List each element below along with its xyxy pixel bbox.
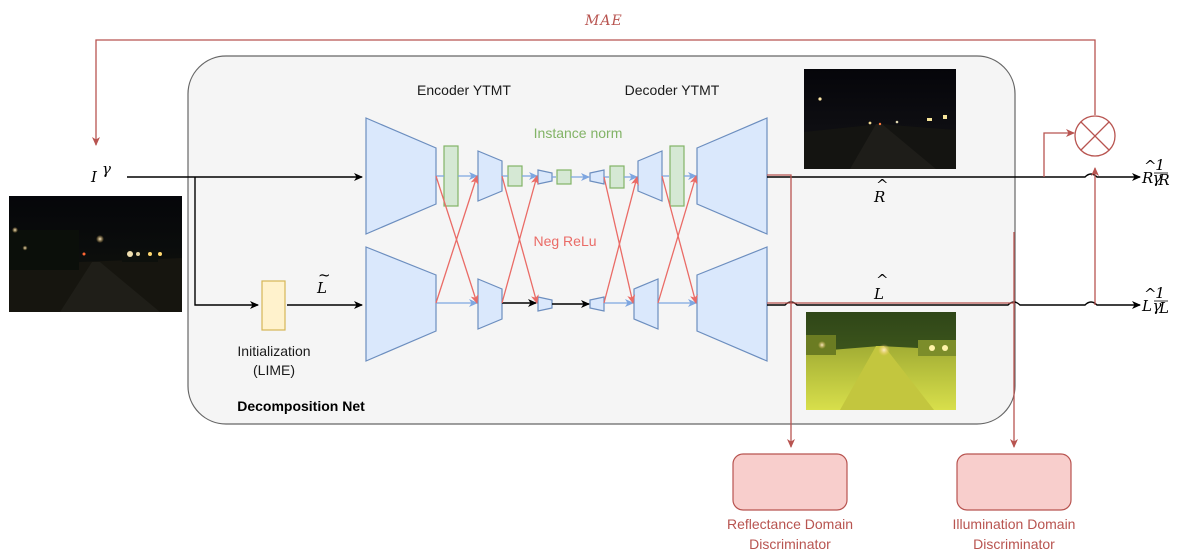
bottom-decoder-block-2	[633, 278, 659, 330]
circle-times-icon	[1074, 115, 1116, 157]
output-l-hat: ^	[1144, 285, 1157, 303]
l-tilde-label: L	[316, 279, 327, 297]
input-to-init-arrow	[194, 177, 259, 309]
top-instance-norm-1	[443, 145, 459, 207]
bottom-encoder-block-3	[537, 296, 553, 312]
output-l-exp-den: γ	[1153, 297, 1162, 315]
output-l-exp-num: 1	[1155, 284, 1165, 302]
neg-relu-label: Neg ReLu	[533, 233, 596, 249]
top-instance-norm-2	[507, 165, 523, 187]
reflectance-discriminator-block	[732, 453, 848, 511]
neg-relu-cross-4b	[657, 175, 698, 304]
reflectance-discriminator-line2: Discriminator	[749, 536, 831, 552]
output-l-exp-den-sub: L	[1158, 299, 1169, 317]
illumination-image	[806, 312, 956, 410]
initialization-block	[261, 280, 286, 331]
bottom-encoder-block-2	[477, 278, 503, 330]
illumination-discriminator-block	[956, 453, 1072, 511]
instance-norm-label: Instance norm	[534, 125, 623, 141]
l-hat-accent: ^	[876, 271, 889, 289]
neg-relu-cross-3a	[603, 176, 636, 304]
r-hat-accent: ^	[876, 176, 889, 194]
top-instance-norm-4	[669, 145, 685, 207]
input-image	[9, 196, 182, 312]
decomposition-net-label: Decomposition Net	[237, 398, 365, 414]
illumination-discriminator-line1: Illumination Domain	[953, 516, 1076, 532]
illumination-discriminator-line2: Discriminator	[973, 536, 1055, 552]
reflectance-image	[804, 69, 956, 169]
input-label: I	[90, 168, 98, 186]
output-r-hat: ^	[1144, 157, 1157, 175]
reflectance-to-discriminator-arrow	[767, 174, 795, 448]
output-l-base: L	[1141, 297, 1152, 315]
output-r-exp-den: γ	[1153, 169, 1162, 187]
top-encoder-block-3	[537, 169, 553, 185]
decoder-title: Decoder YTMT	[625, 82, 720, 98]
bottom-decoder-block-3	[696, 246, 768, 362]
init-label-line2: (LIME)	[253, 362, 295, 378]
reflectance-discriminator-line1: Reflectance Domain	[727, 516, 853, 532]
neg-relu-cross-3b	[603, 176, 639, 304]
input-gamma-superscript: γ	[102, 160, 111, 178]
reflectance-to-multiply-arrow	[1043, 129, 1075, 177]
encoder-title: Encoder YTMT	[417, 82, 511, 98]
neg-relu-cross-1b	[435, 175, 479, 304]
output-r-exp-den-sub: R	[1157, 171, 1169, 189]
neg-relu-cross-2b	[501, 175, 539, 304]
neg-relu-cross-4a	[661, 175, 698, 304]
bottom-encoder-block-1	[365, 246, 437, 362]
r-hat-label: R	[873, 188, 885, 206]
top-decoder-block-3	[696, 117, 768, 235]
top-instance-norm-bottleneck	[556, 169, 572, 185]
top-decoder-block-1	[589, 169, 605, 185]
output-r-exp-num: 1	[1155, 156, 1165, 174]
bottom-decoder-block-1	[589, 296, 605, 312]
top-instance-norm-3	[609, 165, 625, 189]
top-encoder-block-1	[365, 117, 437, 235]
output-r-base: R	[1141, 169, 1153, 187]
init-label-line1: Initialization	[237, 343, 310, 359]
mae-feedback-arrow	[92, 39, 1096, 146]
l-tilde-accent: ~	[318, 266, 331, 284]
mae-label: MAE	[584, 13, 623, 29]
l-hat-label: L	[873, 285, 884, 303]
